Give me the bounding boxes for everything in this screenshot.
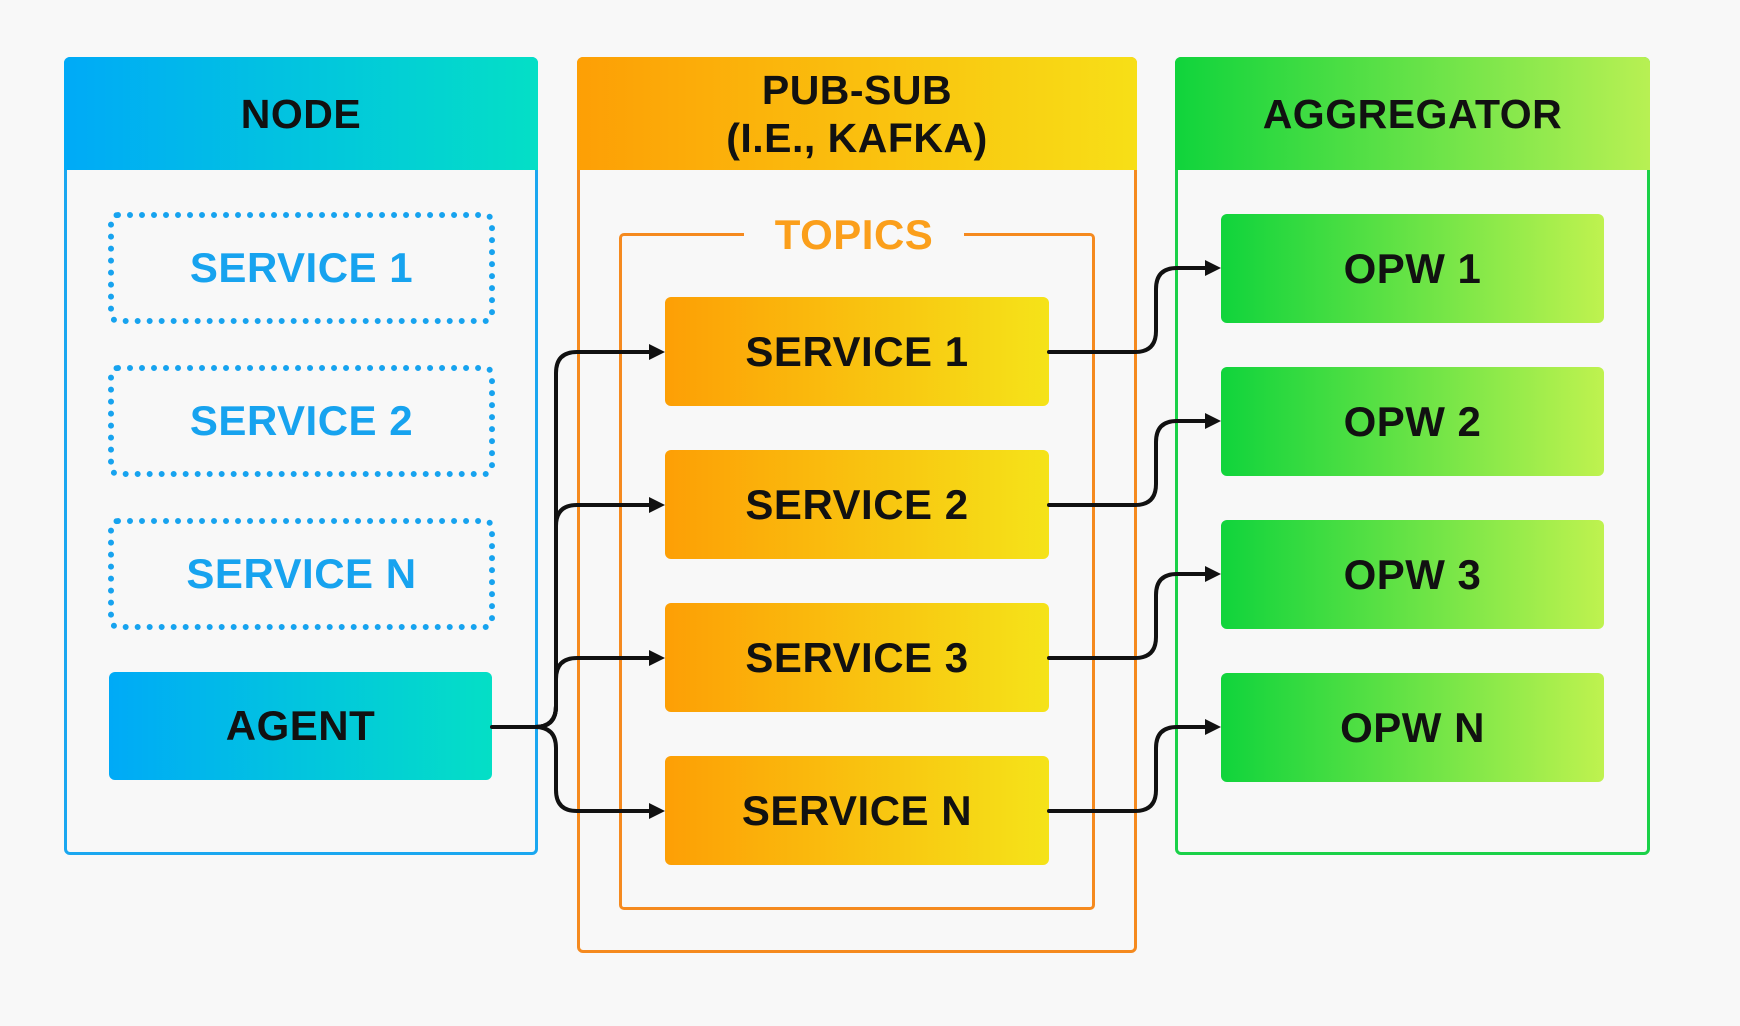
- opw-3: OPW 3: [1221, 520, 1604, 629]
- node-service-1: SERVICE 1: [108, 212, 495, 324]
- pubsub-title-line2: (I.E., KAFKA): [726, 114, 988, 161]
- node-panel: NODE: [64, 57, 538, 855]
- topic-service-2-label: SERVICE 2: [745, 480, 969, 528]
- topic-service-2: SERVICE 2: [665, 450, 1049, 559]
- opw-n-label: OPW N: [1340, 703, 1485, 751]
- topic-service-3-label: SERVICE 3: [745, 633, 969, 681]
- topics-label: TOPICS: [744, 205, 964, 265]
- agent-label: AGENT: [225, 702, 376, 749]
- node-service-2: SERVICE 2: [108, 365, 495, 477]
- opw-2-label: OPW 2: [1343, 397, 1482, 445]
- node-service-n-label: SERVICE N: [186, 550, 417, 597]
- opw-n: OPW N: [1221, 673, 1604, 782]
- opw-1: OPW 1: [1221, 214, 1604, 323]
- pubsub-header: PUB-SUB (I.E., KAFKA): [577, 57, 1137, 170]
- opw-1-label: OPW 1: [1343, 244, 1482, 292]
- node-service-2-label: SERVICE 2: [189, 397, 414, 444]
- opw-3-label: OPW 3: [1343, 550, 1482, 598]
- pubsub-panel: PUB-SUB (I.E., KAFKA): [577, 57, 1137, 953]
- aggregator-title: AGGREGATOR: [1262, 90, 1563, 137]
- topic-service-1-label: SERVICE 1: [745, 327, 969, 375]
- topic-service-n-label: SERVICE N: [741, 786, 973, 834]
- topic-service-n: SERVICE N: [665, 756, 1049, 865]
- topic-service-1: SERVICE 1: [665, 297, 1049, 406]
- opw-2: OPW 2: [1221, 367, 1604, 476]
- pubsub-title-line1: PUB-SUB: [761, 66, 953, 113]
- topic-service-3: SERVICE 3: [665, 603, 1049, 712]
- agent-box: AGENT: [109, 672, 492, 780]
- node-title: NODE: [240, 90, 362, 137]
- node-service-n: SERVICE N: [108, 518, 495, 630]
- node-service-1-label: SERVICE 1: [189, 244, 414, 291]
- aggregator-header: AGGREGATOR: [1175, 57, 1650, 170]
- node-header: NODE: [64, 57, 538, 170]
